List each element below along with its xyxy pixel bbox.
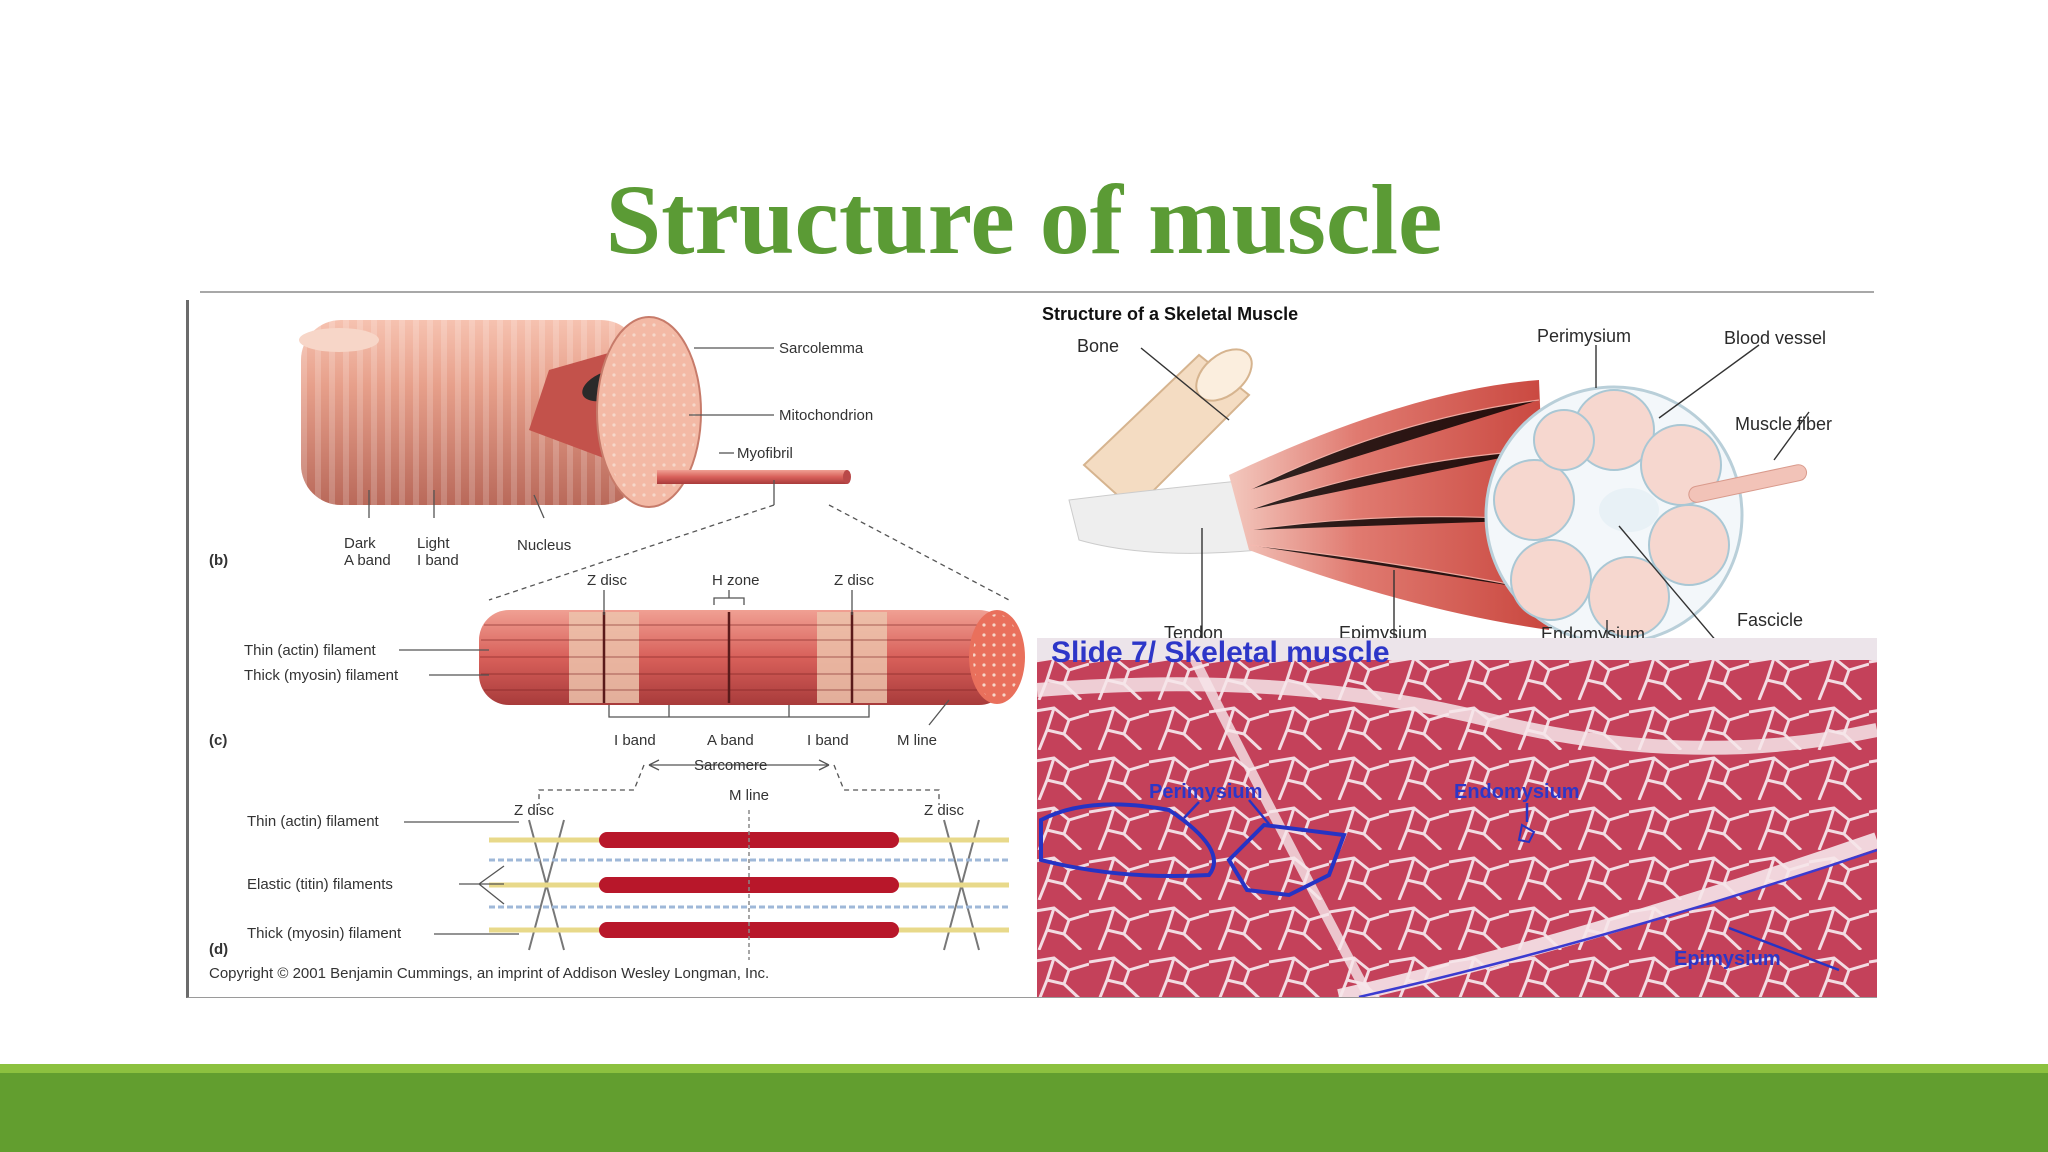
- histology-slide-caption: Slide 7/ Skeletal muscle: [1051, 636, 1390, 669]
- panel-c-label: (c): [209, 732, 227, 749]
- label-thick-filament: Thick (myosin) filament: [244, 667, 399, 684]
- label-m-line: M line: [897, 732, 937, 749]
- footer-bar: [0, 1073, 2048, 1152]
- label-myofibril: Myofibril: [737, 445, 793, 462]
- label-h-zone: H zone: [712, 572, 760, 589]
- label-muscle-fiber: Muscle fiber: [1735, 414, 1832, 434]
- label-fascicle: Fascicle: [1737, 610, 1803, 630]
- slide-title: Structure of muscle: [605, 164, 1443, 275]
- footer-accent-line: [0, 1064, 2048, 1073]
- label-z-disc-d-left: Z disc: [514, 802, 555, 819]
- fiber-leader-lines: [368, 347, 1010, 601]
- label-elastic-filaments: Elastic (titin) filaments: [247, 876, 393, 893]
- sarcomere-filaments: [489, 810, 1009, 960]
- panel-d-label: (d): [209, 941, 228, 958]
- copyright-text: Copyright © 2001 Benjamin Cummings, an i…: [209, 965, 769, 982]
- histology-label-perimysium: Perimysium: [1149, 781, 1262, 803]
- muscle-fiber-cylinder: [299, 316, 851, 508]
- label-sarcolemma: Sarcolemma: [779, 340, 864, 357]
- label-blood-vessel: Blood vessel: [1724, 328, 1826, 348]
- label-mitochondrion: Mitochondrion: [779, 407, 873, 424]
- label-dark: Dark: [344, 535, 376, 552]
- label-perimysium: Perimysium: [1537, 326, 1631, 346]
- label-i-band-left: I band: [614, 732, 656, 749]
- histology-arrows: [1183, 799, 1840, 972]
- label-z-disc-right: Z disc: [834, 572, 875, 589]
- skeletal-heading: Structure of a Skeletal Muscle: [1042, 304, 1298, 324]
- muscle-structure-figure: Sarcolemma Mitochondrion Myofibril Dark …: [186, 300, 1877, 998]
- label-a-band-c: A band: [707, 732, 754, 749]
- label-bone: Bone: [1077, 336, 1119, 356]
- skeletal-muscle-diagram: Structure of a Skeletal Muscle: [1042, 304, 1832, 692]
- label-z-disc-left: Z disc: [587, 572, 628, 589]
- histology-label-epimysium: Epimysium: [1674, 948, 1781, 970]
- label-light: Light: [417, 535, 450, 552]
- label-i-band: I band: [417, 552, 459, 569]
- fiber-diagram: Sarcolemma Mitochondrion Myofibril Dark …: [209, 316, 1025, 982]
- figure-svg: Sarcolemma Mitochondrion Myofibril Dark …: [209, 304, 1877, 997]
- label-i-band-right: I band: [807, 732, 849, 749]
- label-thin-filament: Thin (actin) filament: [244, 642, 377, 659]
- histology-label-endomysium: Endomysium: [1454, 781, 1580, 803]
- sarcomere-leader-lines: [404, 821, 519, 935]
- label-m-line-d: M line: [729, 787, 769, 804]
- label-z-disc-d-right: Z disc: [924, 802, 965, 819]
- myofibril-leader-lines: [399, 590, 950, 805]
- label-a-band: A band: [344, 552, 391, 569]
- histology-image: Slide 7/ Skeletal muscle Perimysium Endo…: [1036, 636, 1877, 997]
- panel-b-label: (b): [209, 552, 228, 569]
- label-nucleus: Nucleus: [517, 537, 571, 554]
- myofibril-segment: [479, 610, 1025, 705]
- label-thick-filament-d: Thick (myosin) filament: [247, 925, 402, 942]
- label-thin-filament-d: Thin (actin) filament: [247, 813, 380, 830]
- title-divider: [200, 291, 1874, 293]
- label-sarcomere: Sarcomere: [694, 757, 767, 774]
